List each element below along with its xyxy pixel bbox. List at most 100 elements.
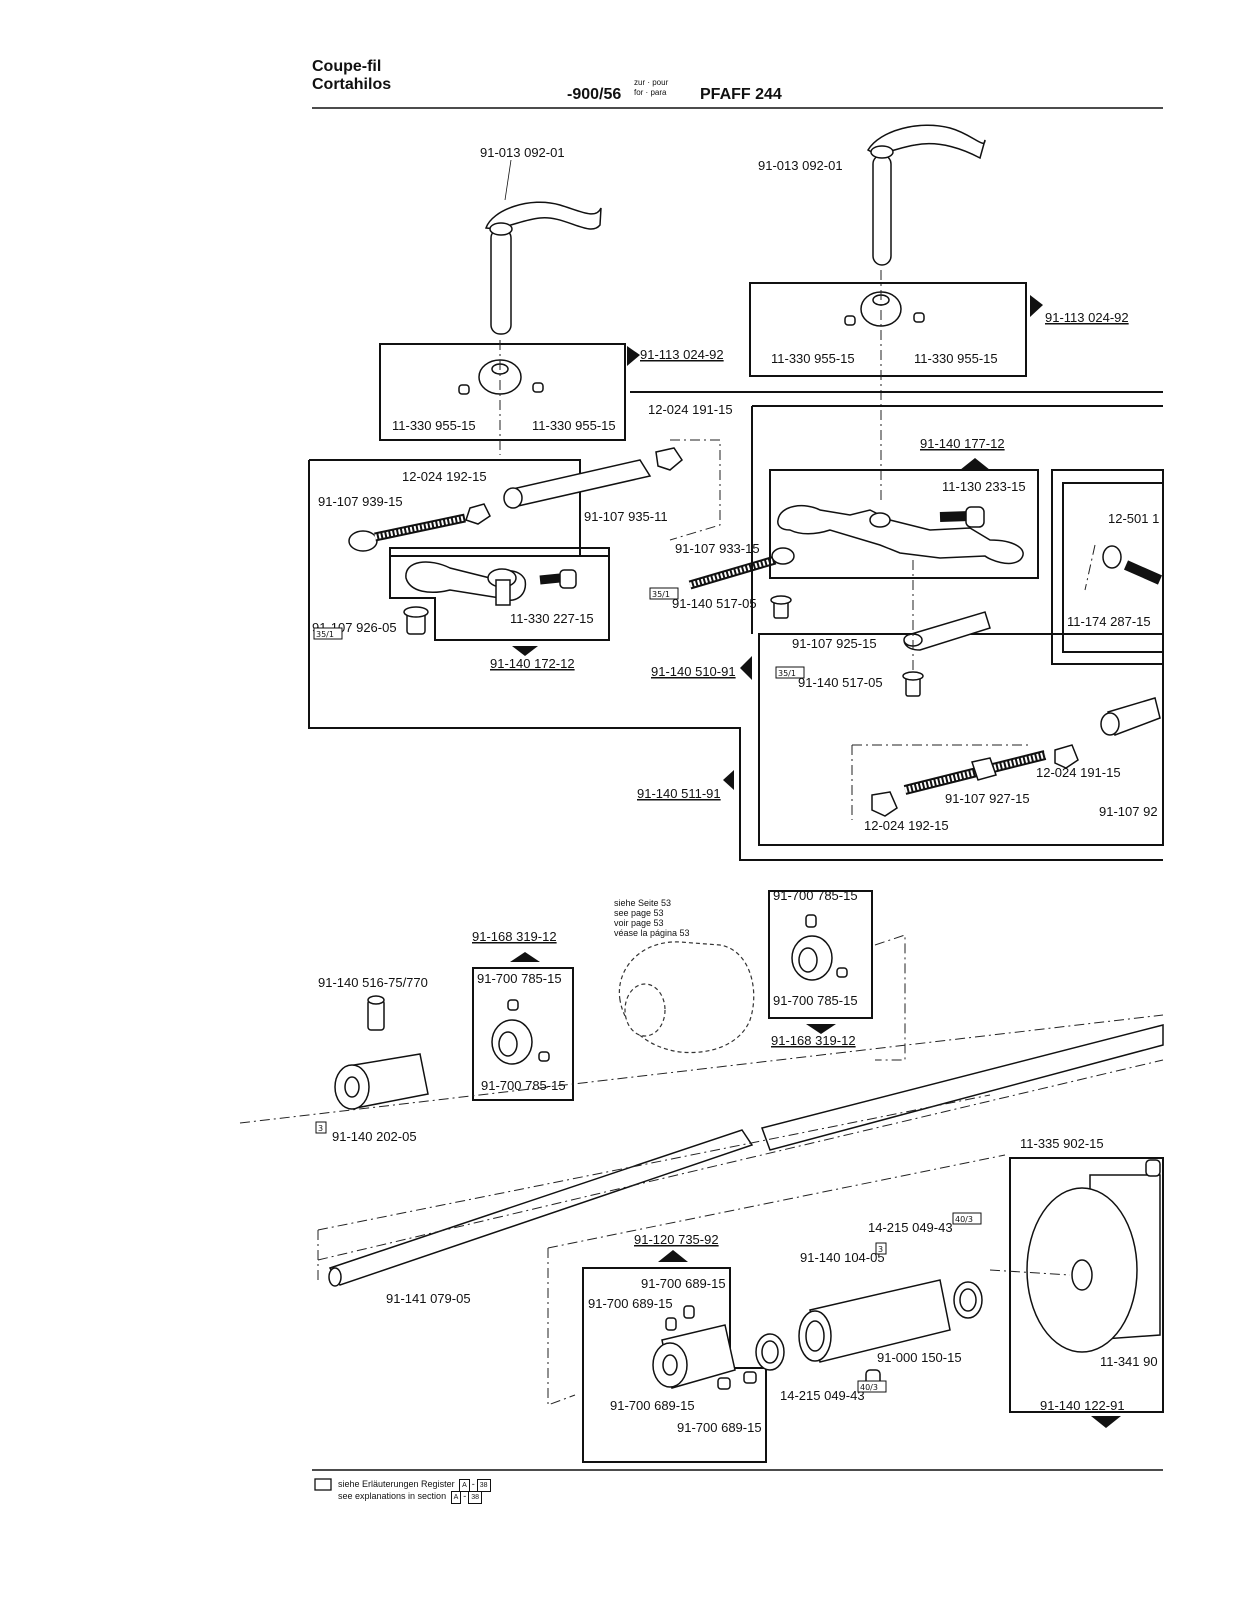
part-number-p47: 91-700 689-15 bbox=[610, 1398, 695, 1413]
box-91-168-319-12-left bbox=[472, 967, 574, 1101]
box-91-140-177-12 bbox=[630, 391, 1163, 634]
nut-192b-icon bbox=[871, 791, 898, 817]
rod-933-icon bbox=[688, 547, 795, 590]
part-number-p19: 11-130 233-15 bbox=[942, 479, 1026, 494]
pin-517-right-icon bbox=[902, 671, 924, 697]
footer-box-num-2: 38 bbox=[468, 1491, 483, 1504]
part-number-p18: 91-140 177-12 bbox=[920, 436, 1005, 451]
bearing-049-right-icon bbox=[953, 1281, 983, 1319]
title-line-1: Coupe-fil bbox=[312, 58, 382, 75]
lever-925-icon bbox=[903, 611, 991, 651]
part-number-p46: 11-341 90 bbox=[1100, 1354, 1158, 1369]
part-number-p38: 11-335 902-15 bbox=[1020, 1136, 1104, 1151]
box-91-140-510-91 bbox=[758, 633, 1164, 846]
part-number-p37: 91-140 202-05 bbox=[332, 1129, 417, 1144]
tube-92-icon bbox=[1100, 697, 1161, 736]
part-number-p4: 91-113 024-92 bbox=[1045, 310, 1129, 325]
part-number-p21: 11-174 287-15 bbox=[1067, 614, 1151, 629]
collar-785-right-icon bbox=[791, 914, 848, 981]
sleeve-516-icon bbox=[367, 995, 385, 1031]
part-number-p48: 91-700 689-15 bbox=[677, 1420, 762, 1435]
part-number-p17: 91-140 172-12 bbox=[490, 656, 575, 671]
part-number-p13: 91-107 933-15 bbox=[675, 541, 760, 556]
part-number-p2: 91-013 092-01 bbox=[758, 158, 843, 173]
part-number-p35: 91-700 785-15 bbox=[481, 1078, 566, 1093]
see-page-note: siehe Seite 53 see page 53 voir page 53 … bbox=[614, 898, 690, 938]
box-91-113-024-92-right bbox=[749, 282, 1027, 377]
part-number-p29: 91-140 511-91 bbox=[637, 786, 721, 801]
machine-name: PFAFF 244 bbox=[700, 86, 782, 103]
part-number-p24: 91-140 517-05 bbox=[798, 675, 883, 690]
footer-box-num-1: 38 bbox=[476, 1479, 491, 1492]
part-number-p6: 11-330 955-15 bbox=[532, 418, 616, 433]
part-number-p50: 91-140 122-91 bbox=[1040, 1398, 1125, 1413]
ref-tag-t3: 3 bbox=[878, 1245, 883, 1254]
part-number-p31: 91-700 785-15 bbox=[773, 993, 858, 1008]
box-91-140-172-12 bbox=[389, 547, 610, 641]
footer-line-2: see explanations in section A-38 bbox=[338, 1491, 484, 1504]
ref-tag-t403: 40/3 bbox=[955, 1215, 973, 1224]
bushing-104-icon bbox=[798, 1279, 951, 1363]
nut-191-icon bbox=[655, 447, 683, 471]
ref-tag-box bbox=[315, 1121, 327, 1134]
part-number-p32: 91-168 319-12 bbox=[472, 929, 557, 944]
see-page-fr: voir page 53 bbox=[614, 918, 664, 928]
part-number-p43: 91-700 689-15 bbox=[588, 1296, 673, 1311]
part-number-p41: 91-120 735-92 bbox=[634, 1232, 719, 1247]
footer-box-icon bbox=[314, 1478, 332, 1491]
pulley-icon bbox=[1026, 1174, 1161, 1353]
part-number-p22: 91-107 925-15 bbox=[792, 636, 877, 651]
part-number-p36: 91-140 516-75/770 bbox=[318, 975, 428, 990]
box-right-partial bbox=[1051, 469, 1164, 665]
footer-box-a-2: A bbox=[450, 1491, 462, 1504]
ref-tag-box bbox=[775, 666, 805, 679]
see-page-de: siehe Seite 53 bbox=[614, 898, 672, 908]
pin-517-left-icon bbox=[770, 595, 792, 619]
see-page-en: see page 53 bbox=[614, 908, 664, 918]
lever-172-icon bbox=[405, 561, 527, 606]
rod-927-icon bbox=[903, 750, 1047, 795]
part-number-p3: 91-113 024-92 bbox=[640, 347, 724, 362]
footer-box-a-1: A bbox=[459, 1479, 470, 1492]
ref-tag-t3: 3 bbox=[318, 1124, 323, 1133]
part-number-p26: 91-107 927-15 bbox=[945, 791, 1030, 806]
collar-785-left-icon bbox=[491, 999, 550, 1065]
bearing-049-left-icon bbox=[755, 1333, 785, 1371]
part-number-p23: 91-140 510-91 bbox=[651, 664, 736, 679]
model-number: -900/56 bbox=[567, 86, 622, 103]
part-number-p42: 91-700 689-15 bbox=[641, 1276, 726, 1291]
tube-935-icon bbox=[503, 459, 652, 509]
part-number-p39: 14-215 049-43 bbox=[868, 1220, 953, 1235]
part-number-p27: 12-024 192-15 bbox=[864, 818, 949, 833]
collar-right-icon bbox=[844, 291, 925, 327]
part-labels: 91-013 092-01 91-013 092-01 91-113 024-92 9… bbox=[312, 145, 1159, 1435]
box-91-140-122-91 bbox=[1009, 1157, 1164, 1413]
lever-177-icon bbox=[777, 504, 1024, 565]
ref-tag-t351: 35/1 bbox=[778, 669, 796, 678]
part-number-p30: 91-700 785-15 bbox=[773, 888, 858, 903]
ref-tag-box bbox=[875, 1242, 887, 1255]
screw-902-icon bbox=[1145, 1159, 1161, 1177]
screw-287-icon bbox=[1123, 560, 1163, 585]
part-number-p8: 11-330 955-15 bbox=[914, 351, 998, 366]
box-91-168-319-12-right bbox=[768, 890, 873, 1019]
part-number-p34: 91-700 785-15 bbox=[477, 971, 562, 986]
ref-tag-box bbox=[952, 1212, 982, 1225]
zur-pour-label: zur · pour bbox=[634, 78, 669, 87]
footer-text-2: see explanations in section bbox=[338, 1491, 447, 1501]
ref-tag-t403: 40/3 bbox=[860, 1383, 878, 1392]
washer-501-icon bbox=[1102, 545, 1122, 569]
part-number-p11: 91-107 939-15 bbox=[318, 494, 403, 509]
for-para-label: for · para bbox=[634, 88, 667, 97]
part-number-p33: 91-168 319-12 bbox=[771, 1033, 856, 1048]
threaded-rod-939-icon bbox=[348, 513, 466, 552]
title-line-2: Cortahilos bbox=[312, 76, 392, 93]
part-number-p10: 12-024 192-15 bbox=[402, 469, 487, 484]
collar-735-icon bbox=[652, 1305, 757, 1390]
footer-text-1: siehe Erläuterungen Register bbox=[338, 1479, 455, 1489]
part-number-p1: 91-013 092-01 bbox=[480, 145, 565, 160]
part-number-p20: 12-501 1 bbox=[1108, 511, 1159, 526]
nut-192-icon bbox=[465, 503, 491, 525]
nut-191b-icon bbox=[1054, 744, 1079, 769]
